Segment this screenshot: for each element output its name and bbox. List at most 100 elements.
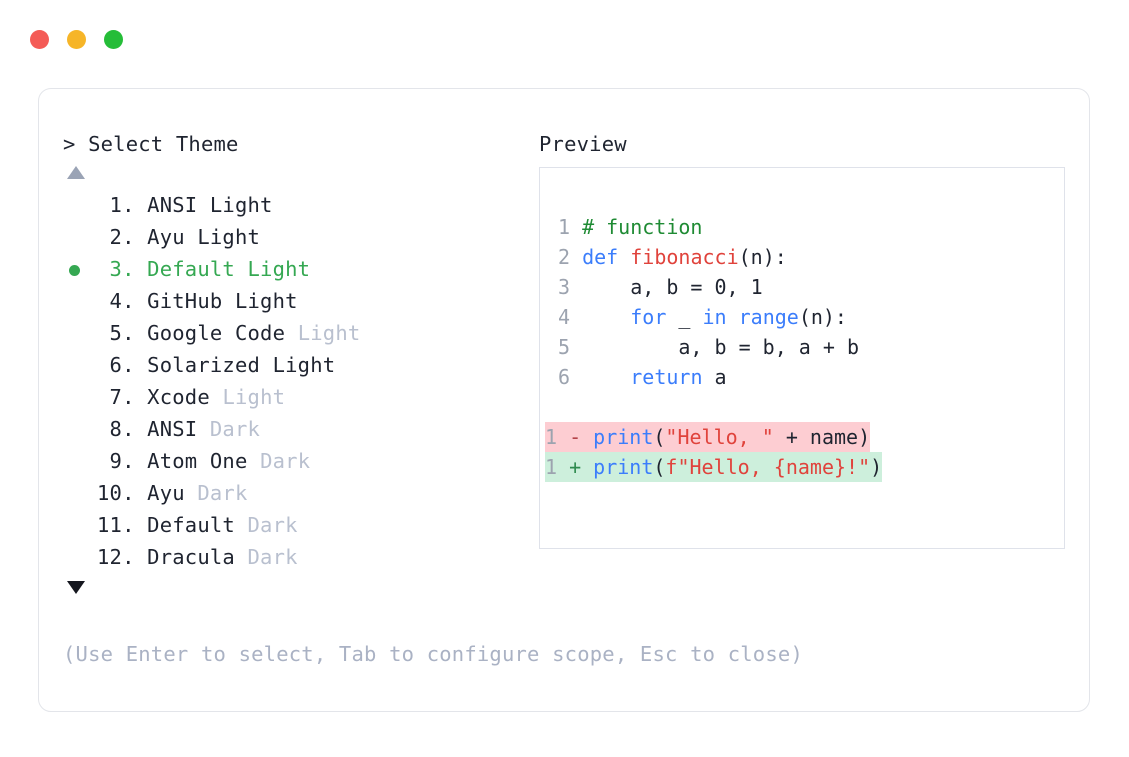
theme-selector-card: > Select Theme 1. ANSI Light 2. Ayu Ligh… xyxy=(38,88,1090,712)
theme-list-item[interactable]: 11. Default Dark xyxy=(63,509,533,541)
keyboard-hints: (Use Enter to select, Tab to configure s… xyxy=(63,642,803,666)
code-token: f"Hello, {name}!" xyxy=(665,455,871,479)
theme-list-item[interactable]: 1. ANSI Light xyxy=(63,189,533,221)
code-line: 1# function xyxy=(540,212,1064,242)
code-token: a xyxy=(702,365,727,389)
maximize-button[interactable] xyxy=(104,30,123,49)
line-number: 2 xyxy=(558,245,571,269)
theme-list-item[interactable]: 6. Solarized Light xyxy=(63,349,533,381)
code-token: for xyxy=(630,305,667,329)
theme-variant: Light xyxy=(209,193,273,217)
chevron-down-icon xyxy=(67,581,85,594)
theme-name: ANSI xyxy=(147,193,210,217)
theme-list-item[interactable]: 4. GitHub Light xyxy=(63,285,533,317)
theme-index: 7. xyxy=(97,385,148,409)
code-line: 4 for _ in range(n): xyxy=(540,302,1064,332)
theme-name: Atom One xyxy=(147,449,261,473)
theme-variant: Light xyxy=(234,289,298,313)
theme-index: 2. xyxy=(97,225,148,249)
theme-index: 8. xyxy=(97,417,148,441)
theme-name: Google Code xyxy=(147,321,298,345)
theme-index: 6. xyxy=(97,353,148,377)
diff-row: 1- print("Hello, " + name) xyxy=(545,422,1064,452)
theme-index: 9. xyxy=(97,449,148,473)
theme-index: 11. xyxy=(97,513,148,537)
theme-variant: Light xyxy=(222,385,286,409)
theme-name: ANSI xyxy=(147,417,210,441)
theme-variant: Dark xyxy=(260,449,311,473)
code-token xyxy=(582,365,630,389)
theme-index: 5. xyxy=(97,321,148,345)
theme-name: Ayu xyxy=(147,225,198,249)
theme-index: 12. xyxy=(97,545,148,569)
theme-name: GitHub xyxy=(147,289,235,313)
theme-name: Xcode xyxy=(147,385,223,409)
theme-list-item[interactable]: 9. Atom One Dark xyxy=(63,445,533,477)
line-number: 3 xyxy=(558,275,571,299)
theme-list-item[interactable]: 3. Default Light xyxy=(63,253,533,285)
theme-list-item[interactable]: 5. Google Code Light xyxy=(63,317,533,349)
preview-panel: Preview 1# function 2 def fibonacci (n): 3 a… xyxy=(539,131,1069,549)
theme-variant: Dark xyxy=(209,417,261,441)
line-number: 6 xyxy=(558,365,571,389)
theme-list-item[interactable]: 2. Ayu Light xyxy=(63,221,533,253)
diff-marker: - xyxy=(569,425,594,449)
scroll-up-indicator[interactable] xyxy=(63,157,533,187)
line-number: 4 xyxy=(558,305,571,329)
theme-list-item[interactable]: 12. Dracula Dark xyxy=(63,541,533,573)
page-title: > Select Theme xyxy=(63,132,239,156)
chevron-up-icon xyxy=(67,166,85,179)
line-number: 1 xyxy=(558,215,571,239)
theme-variant: Light xyxy=(197,225,261,249)
theme-list-item[interactable]: 7. Xcode Light xyxy=(63,381,533,413)
diff-removed-line: 1- print("Hello, " + name) xyxy=(545,422,871,452)
code-block: 1# function 2 def fibonacci (n): 3 a, b = 0,… xyxy=(540,212,1064,392)
code-token: a, b = 0, 1 xyxy=(582,275,763,299)
diff-block: 1- print("Hello, " + name)1+ print(f"Hel… xyxy=(540,422,1064,482)
code-token: fibonacci xyxy=(630,245,739,269)
theme-index: 10. xyxy=(97,481,148,505)
scroll-down-indicator[interactable] xyxy=(63,573,533,603)
theme-list-item[interactable]: 10. Ayu Dark xyxy=(63,477,533,509)
theme-name: Ayu xyxy=(147,481,198,505)
code-line: 6 return a xyxy=(540,362,1064,392)
code-token: ( xyxy=(653,455,666,479)
code-token: print xyxy=(593,455,654,479)
diff-marker: + xyxy=(569,455,594,479)
code-token xyxy=(582,305,630,329)
theme-variant: Light xyxy=(297,321,361,345)
preview-code-box: 1# function 2 def fibonacci (n): 3 a, b = 0,… xyxy=(539,167,1065,549)
theme-index: 4. xyxy=(97,289,148,313)
diff-added-line: 1 + print(f"Hello, {name}!") xyxy=(545,452,883,482)
code-token: + name) xyxy=(773,425,871,449)
theme-name: Default xyxy=(147,257,248,281)
code-token: "Hello, " xyxy=(665,425,774,449)
theme-name: Dracula xyxy=(147,545,248,569)
line-number: 1 xyxy=(545,455,558,479)
code-token: in range xyxy=(702,305,799,329)
code-token: def xyxy=(582,245,631,269)
theme-index: 1. xyxy=(97,193,148,217)
code-spacer xyxy=(540,392,1064,422)
theme-variant: Dark xyxy=(247,545,298,569)
code-token: ) xyxy=(870,455,883,479)
preview-title: Preview xyxy=(539,132,627,156)
diff-row: 1 + print(f"Hello, {name}!") xyxy=(545,452,1064,482)
close-button[interactable] xyxy=(30,30,49,49)
theme-select-panel: > Select Theme 1. ANSI Light 2. Ayu Ligh… xyxy=(63,131,533,603)
minimize-button[interactable] xyxy=(67,30,86,49)
theme-variant: Dark xyxy=(197,481,248,505)
code-token: a, b = b, a + b xyxy=(582,335,860,359)
theme-variant: Light xyxy=(247,257,311,281)
theme-name: Solarized xyxy=(147,353,273,377)
line-number: 1 xyxy=(545,425,558,449)
theme-list[interactable]: 1. ANSI Light 2. Ayu Light 3. Default Li… xyxy=(63,189,533,573)
window-controls xyxy=(30,30,123,49)
code-token: (n): xyxy=(798,305,847,329)
code-line: 3 a, b = 0, 1 xyxy=(540,272,1064,302)
theme-list-item[interactable]: 8. ANSI Dark xyxy=(63,413,533,445)
theme-name: Default xyxy=(147,513,248,537)
theme-variant: Dark xyxy=(247,513,298,537)
theme-variant: Light xyxy=(272,353,336,377)
